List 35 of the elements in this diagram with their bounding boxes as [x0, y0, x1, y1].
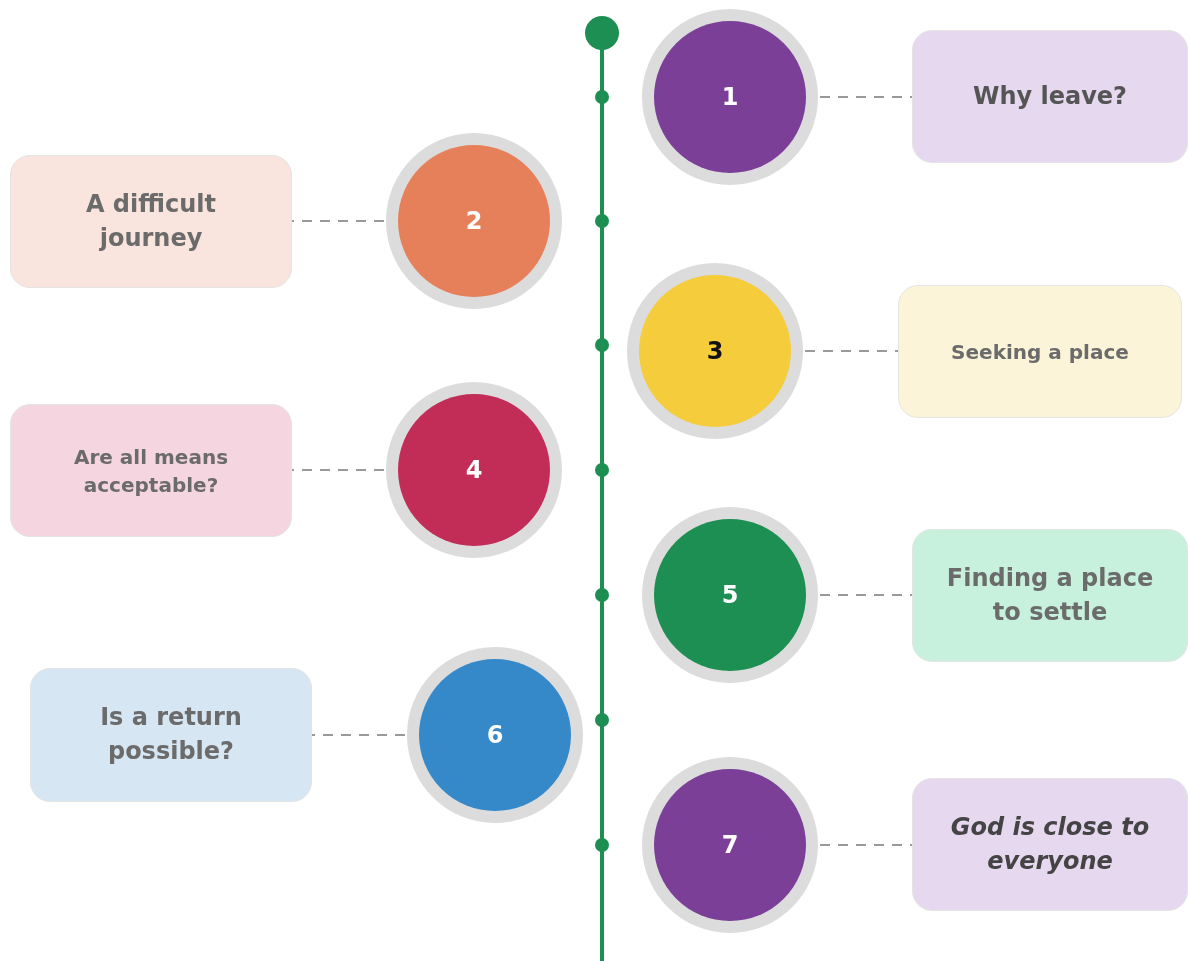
- topic-text: God is close to everyone: [949, 811, 1151, 877]
- number-bubble: [640, 7, 820, 187]
- dashed-connector: [291, 220, 385, 222]
- topic-card: [10, 404, 292, 537]
- dashed-connector: [311, 734, 406, 736]
- topic-text: Are all means acceptable?: [72, 443, 230, 499]
- number-bubble: [640, 755, 820, 935]
- step-number: 4: [465, 456, 483, 484]
- number-bubble: [640, 505, 820, 685]
- number-bubble: [384, 380, 564, 560]
- topic-text: Seeking a place: [951, 338, 1129, 366]
- topic-card: [898, 285, 1182, 418]
- topic-card: [912, 778, 1188, 911]
- topic-text: A difficult journey: [84, 188, 218, 254]
- step-number: 1: [721, 83, 739, 111]
- topic-text: Is a return possible?: [99, 702, 243, 767]
- step-number: 7: [721, 831, 739, 859]
- dashed-connector: [291, 469, 385, 471]
- number-bubble: [625, 261, 805, 441]
- topic-card: [30, 668, 312, 802]
- step-number: 5: [721, 581, 739, 609]
- dashed-connector: [819, 844, 913, 846]
- step-number: 3: [706, 337, 724, 365]
- topic-text: Finding a place to settle: [945, 562, 1155, 628]
- step-number: 6: [486, 721, 504, 749]
- dashed-connector: [819, 594, 913, 596]
- topic-card: [912, 529, 1188, 662]
- topic-text: Why leave?: [972, 80, 1128, 112]
- topic-card: [10, 155, 292, 288]
- step-number: 2: [465, 207, 483, 235]
- dashed-connector: [819, 96, 913, 98]
- topic-card: [912, 30, 1188, 163]
- number-bubble: [384, 131, 564, 311]
- number-bubble: [405, 645, 585, 825]
- dashed-connector: [804, 350, 899, 352]
